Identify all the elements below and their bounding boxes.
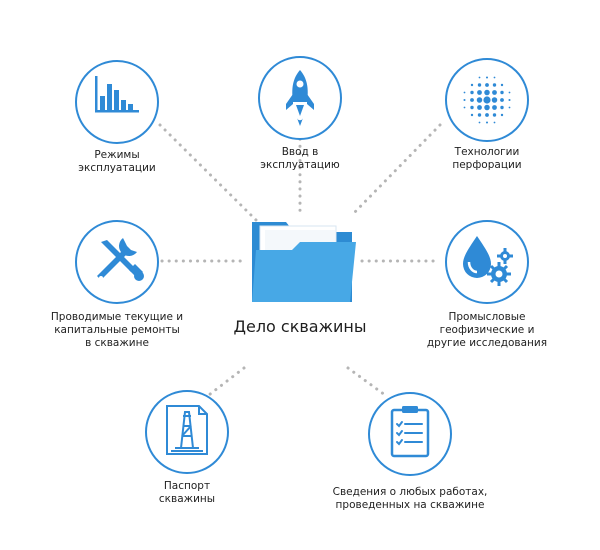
perforation-dot [478,76,481,79]
perforation-dot [484,104,490,111]
perforation-dot [508,91,511,94]
perforation-dot [463,91,466,94]
node-modes [75,60,159,144]
bar-chart-icon [95,76,139,113]
perforation-dot [500,105,504,110]
perforation-dot [500,83,504,87]
label-passport: Паспорт скважины [158,480,216,505]
perforation-dot [500,113,504,117]
perforation-dot [470,98,474,102]
connector-passport [203,366,246,400]
perforation-dot [477,90,482,95]
perforation-dot [508,98,511,102]
node-commissioning [258,56,342,140]
node-passport [145,390,229,474]
rocket-icon [286,70,314,126]
perforation-dot [477,113,482,117]
perforation-dots-icon [463,76,511,124]
folder-icon [252,222,356,302]
oil-rig-document-icon [166,405,208,455]
perforation-dot [470,113,474,117]
label-research: Промысловые геофизические и другие иссле… [426,311,548,349]
perforation-dot [492,105,497,110]
connector-works [346,366,387,397]
perforation-dot [493,121,496,124]
perforation-dot [492,90,497,95]
label-commissioning: Ввод в эксплуатацию [260,146,340,171]
perforation-dot [470,90,474,95]
connector-modes [158,123,260,224]
perforation-dot [508,106,511,109]
perforation-dot [484,89,490,96]
label-works: Сведения о любых работах, проведенных на… [332,486,488,511]
label-repairs: Проводимые текущие и капитальные ремонты… [50,311,184,349]
perforation-dot [477,105,482,110]
drop-gears-icon [463,236,513,286]
perforation-dot [485,121,489,124]
perforation-dot [485,113,489,117]
node-works [368,392,452,476]
perforation-dot [485,76,489,79]
perforation-dot [500,90,504,95]
node-research [445,220,529,304]
perforation-dot [463,106,466,109]
node-perforation [445,58,529,142]
perforation-dot [491,97,498,103]
perforation-dot [477,83,482,87]
perforation-dot [470,83,474,87]
perforation-dot [463,98,466,102]
perforation-dot [485,83,489,87]
clipboard-checklist-icon [390,406,430,458]
perforation-dot [483,96,491,104]
node-repairs [75,220,159,304]
perforation-dot [492,83,497,87]
label-perforation: Технологии перфорации [452,146,522,171]
perforation-dot [476,97,483,103]
perforation-dot [478,121,481,124]
center-title: Дело скважины [233,317,367,336]
perforation-dot [493,76,496,79]
perforation-dot [500,98,504,102]
perforation-dot [470,105,474,110]
label-modes: Режимы эксплуатации [78,149,156,174]
wrench-screwdriver-icon [97,238,144,281]
connector-perforation [350,123,442,217]
perforation-dot [492,113,497,117]
